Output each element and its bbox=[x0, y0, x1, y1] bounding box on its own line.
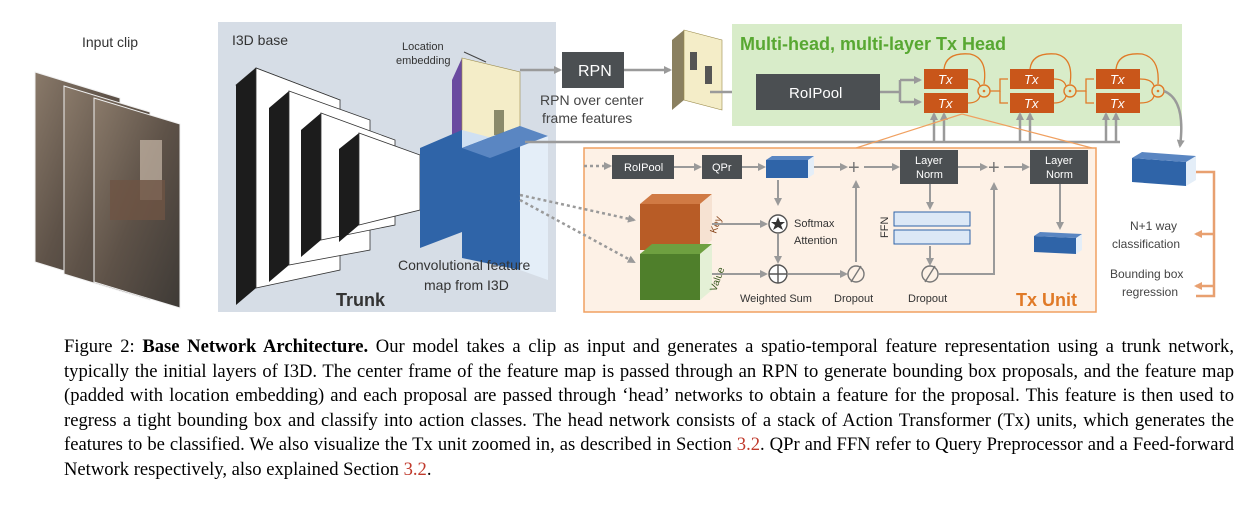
tx-label: Tx bbox=[1110, 96, 1125, 111]
rpn-caption-2: frame features bbox=[542, 110, 632, 126]
roipool-box bbox=[756, 74, 880, 110]
rpn-caption-1: RPN over center bbox=[540, 92, 644, 108]
proposal-sheet bbox=[672, 29, 723, 111]
softmax-label-1: Softmax bbox=[794, 218, 835, 230]
softmax-label-2: Attention bbox=[794, 235, 837, 247]
layer-norm-label-1: Layer bbox=[915, 155, 943, 167]
i3d-layer-blocks bbox=[235, 67, 421, 305]
qpr-label: QPr bbox=[712, 162, 732, 174]
tx-box bbox=[1096, 93, 1140, 113]
location-embedding-label-2: embedding bbox=[396, 55, 450, 67]
regression-label-1: Bounding box bbox=[1110, 267, 1183, 281]
architecture-diagram: Input clip I3D base Trunk Location embed… bbox=[34, 22, 1216, 313]
output-feature-block bbox=[1132, 152, 1196, 186]
classification-label-1: N+1 way bbox=[1130, 219, 1177, 233]
tx-box bbox=[1010, 69, 1054, 89]
figure-caption: Figure 2: Base Network Architecture. Our… bbox=[64, 335, 1234, 483]
add-symbol: + bbox=[848, 157, 860, 179]
caption-text-3: . bbox=[426, 458, 432, 480]
tx-head-title: Multi-head, multi-layer Tx Head bbox=[740, 34, 1006, 54]
tx-box bbox=[1010, 93, 1054, 113]
weighted-sum-symbol bbox=[768, 264, 788, 284]
tx-box bbox=[1096, 69, 1140, 89]
attention-dropout-label: Dropout bbox=[834, 293, 873, 305]
tx-label: Tx bbox=[1024, 72, 1039, 87]
layer-norm-label-2: Norm bbox=[916, 169, 943, 181]
tx-box bbox=[924, 69, 968, 89]
unit-output-block bbox=[1034, 232, 1082, 254]
rpn-label: RPN bbox=[578, 63, 612, 80]
input-clip-label: Input clip bbox=[82, 34, 138, 50]
tx-box bbox=[924, 93, 968, 113]
classification-label-2: classification bbox=[1112, 237, 1180, 251]
location-embedding-label-1: Location bbox=[402, 41, 444, 53]
tx-label: Tx bbox=[1110, 72, 1125, 87]
roipool-label: RoIPool bbox=[789, 85, 842, 102]
tx-label: Tx bbox=[1024, 96, 1039, 111]
add-symbol: + bbox=[988, 157, 1000, 179]
query-feature-block bbox=[766, 156, 814, 178]
input-clip-frames bbox=[34, 71, 181, 309]
unit-roipool-box bbox=[612, 155, 674, 179]
layer-norm-box bbox=[1030, 150, 1088, 184]
section-link[interactable]: 3.2 bbox=[736, 434, 761, 456]
i3d-base-label: I3D base bbox=[232, 32, 288, 48]
softmax-attention-symbol bbox=[768, 214, 788, 234]
layer-norm-label-1: Layer bbox=[1045, 155, 1073, 167]
layer-norm-label-2: Norm bbox=[1046, 169, 1073, 181]
tx-unit-label: Tx Unit bbox=[1016, 290, 1077, 310]
conv-feature-blocks bbox=[420, 126, 548, 280]
ffn-dropout-label: Dropout bbox=[908, 293, 947, 305]
weighted-sum-label: Weighted Sum bbox=[740, 293, 812, 305]
caption-title: Base Network Architecture. bbox=[142, 336, 369, 357]
layer-norm-box bbox=[900, 150, 958, 184]
rpn-box bbox=[562, 52, 624, 88]
tx-label: Tx bbox=[938, 72, 953, 87]
ffn-block bbox=[893, 211, 971, 245]
section-link[interactable]: 3.2 bbox=[403, 458, 427, 480]
caption-label: Figure 2: bbox=[64, 336, 135, 357]
ffn-label: FFN bbox=[879, 217, 891, 238]
regression-label-2: regression bbox=[1122, 285, 1178, 299]
caption-text-1: Our model takes a clip as input and gene… bbox=[64, 336, 1234, 456]
caption-text-2: . QPr and FFN refer to Query Preprocesso… bbox=[64, 434, 1234, 480]
conv-feature-label-2: map from I3D bbox=[424, 277, 509, 293]
qpr-box bbox=[702, 155, 742, 179]
tx-label: Tx bbox=[938, 96, 953, 111]
dropout-symbol bbox=[847, 265, 865, 283]
tx-stack: Tx Tx Tx Tx Tx Tx bbox=[924, 53, 1165, 113]
conv-feature-label-1: Convolutional feature bbox=[398, 257, 531, 273]
value-block bbox=[640, 244, 712, 300]
key-block bbox=[640, 194, 712, 250]
trunk-label: Trunk bbox=[336, 290, 386, 310]
unit-roipool-label: RoIPool bbox=[624, 162, 663, 174]
